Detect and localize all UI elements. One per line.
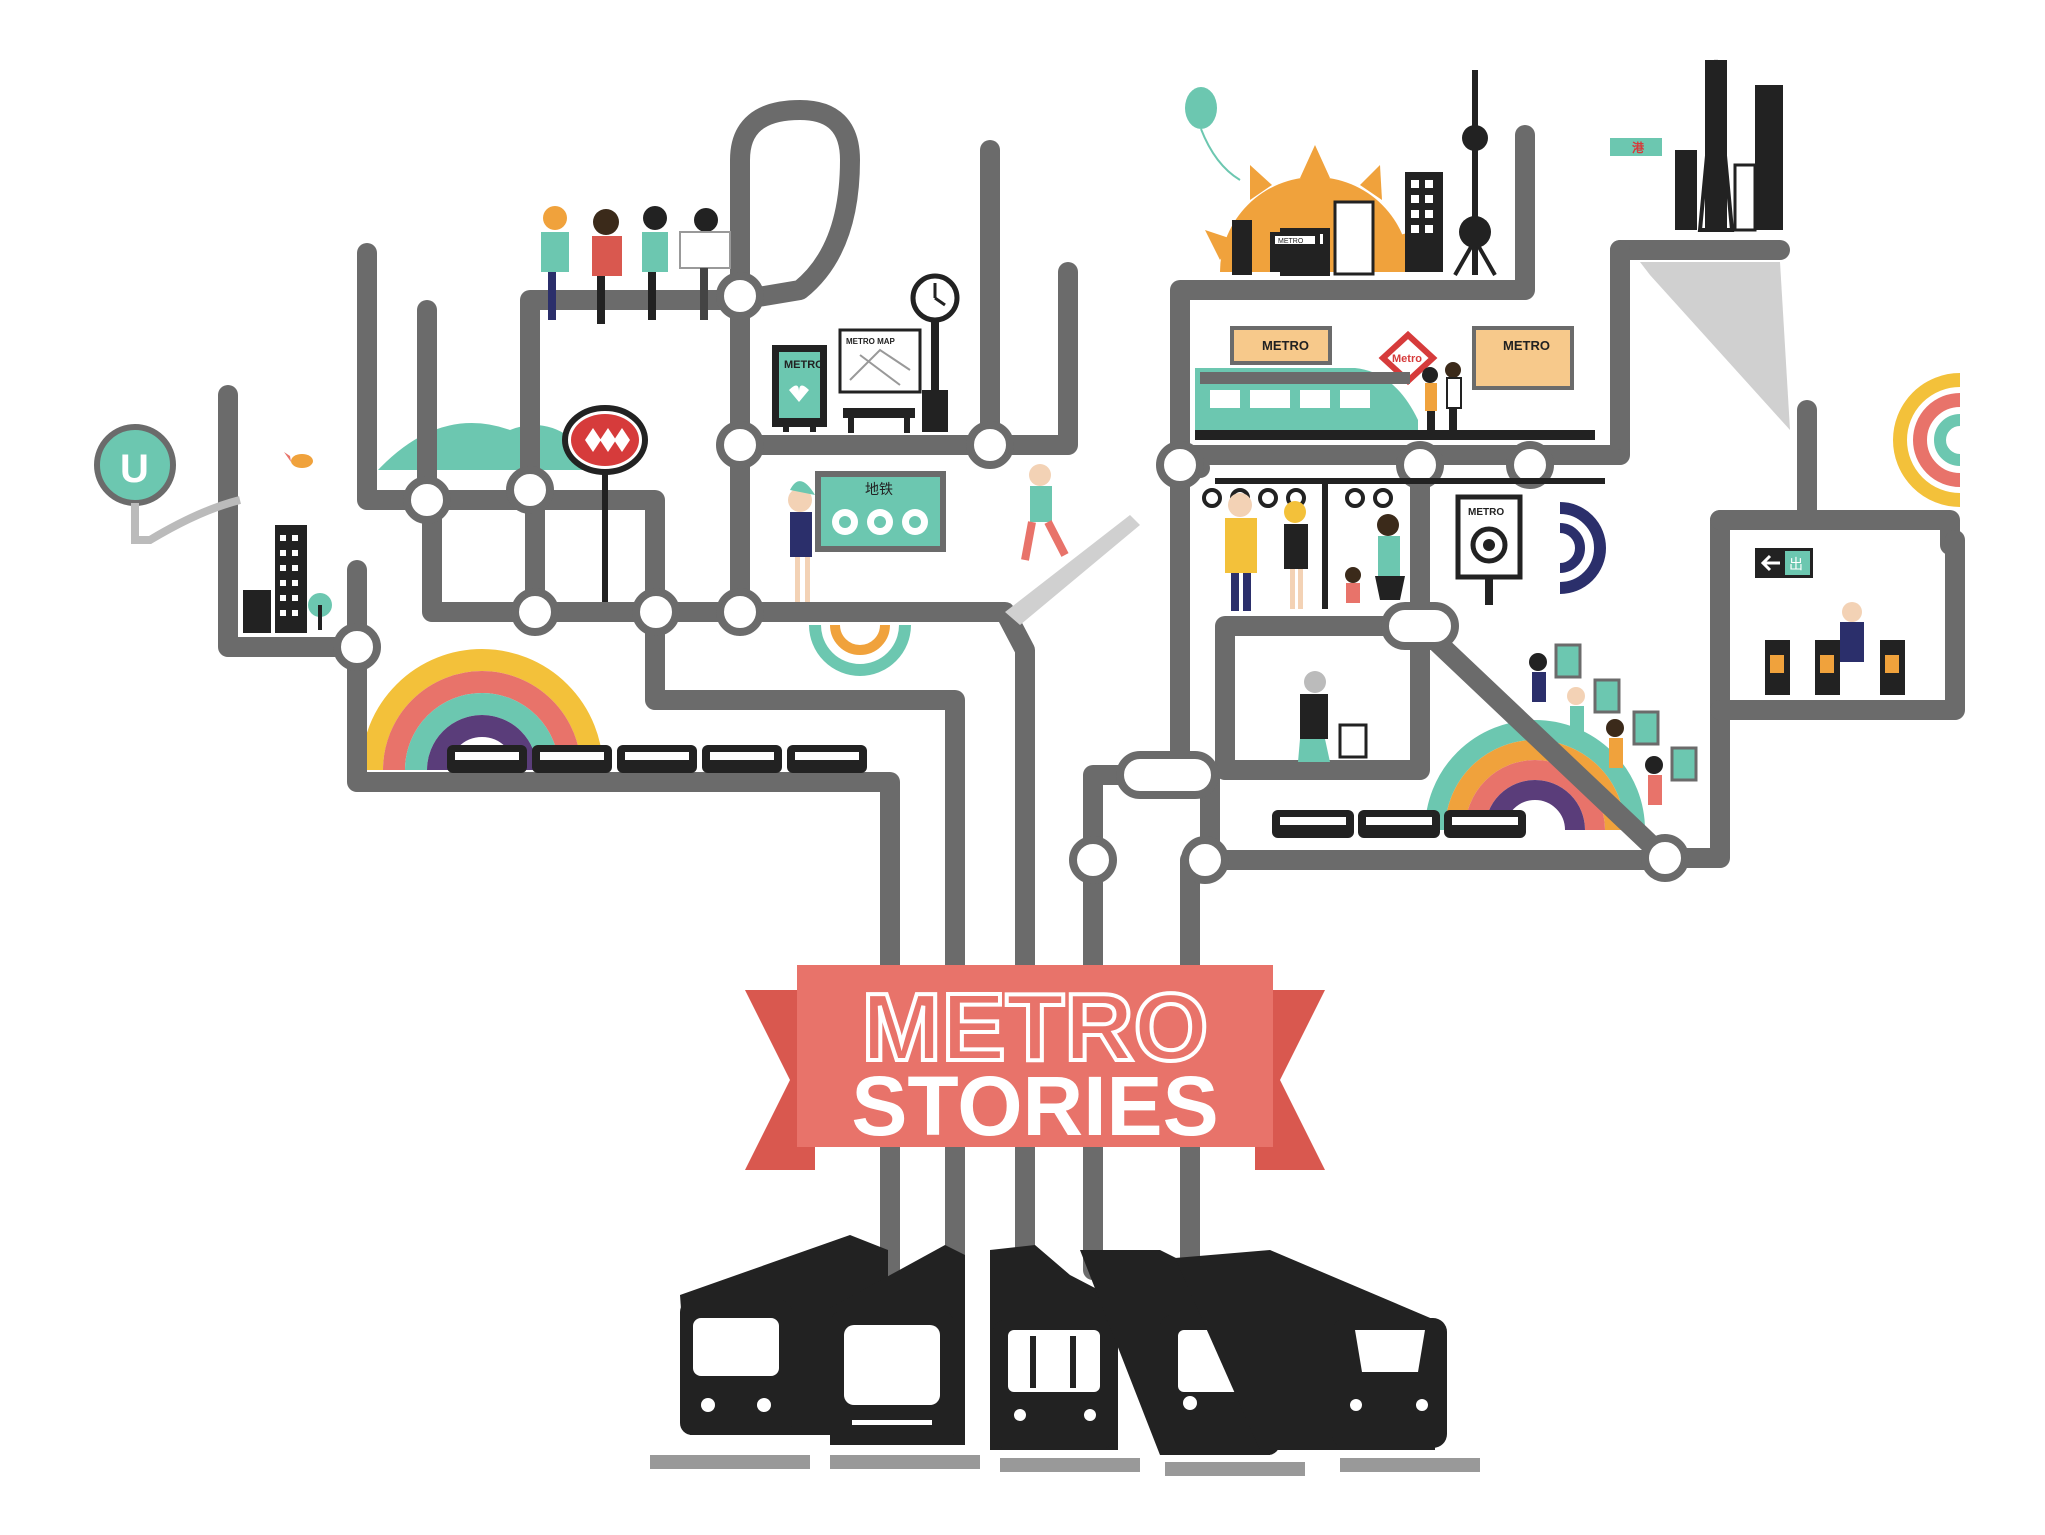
station-node xyxy=(1641,834,1689,882)
bench xyxy=(843,408,915,418)
svg-text:U: U xyxy=(120,447,149,491)
station-node xyxy=(1396,441,1444,489)
metro-poster-label: METRO xyxy=(784,359,824,371)
station-node xyxy=(1381,602,1459,650)
station-node xyxy=(966,421,1014,469)
teal-train xyxy=(1195,368,1595,440)
station-node xyxy=(403,476,451,524)
u-bahn-sign-icon: U xyxy=(94,424,241,544)
man-on-stairs xyxy=(1021,464,1069,561)
stairs-center xyxy=(1005,515,1140,625)
turnstiles xyxy=(1765,602,1905,695)
woman-with-cart xyxy=(1298,671,1368,762)
banner-title-line1: METRO xyxy=(862,974,1209,1081)
metro-poster: METRO xyxy=(772,345,827,432)
metro-map-board: METRO MAP xyxy=(838,328,922,394)
station-node xyxy=(716,421,764,469)
station-node xyxy=(716,272,764,320)
sign-metro-1: METRO xyxy=(1262,338,1309,353)
station-node xyxy=(632,588,680,636)
target-rings-decor xyxy=(1893,373,1961,507)
scenery: U METRO xyxy=(94,59,1905,838)
diamond-sign-label: Metro xyxy=(1392,353,1422,365)
stairs-right xyxy=(1640,262,1790,430)
station-box-label: METRO xyxy=(1278,238,1304,245)
train-front-5 xyxy=(1175,1250,1480,1472)
carriage-scene: METRO xyxy=(1202,478,1605,611)
title-banner: METRO STORIES xyxy=(745,965,1325,1170)
station-node xyxy=(1181,836,1229,884)
station-stops xyxy=(333,272,1689,884)
station-node xyxy=(506,466,554,514)
platform-sign-label: METRO xyxy=(1468,507,1504,518)
exit-arrow-icon xyxy=(1760,554,1780,572)
front-trains xyxy=(650,1235,1480,1476)
escalator-people xyxy=(1529,643,1698,805)
woman-walking xyxy=(788,481,815,602)
sign-metro-2: METRO xyxy=(1503,338,1550,353)
clock-icon xyxy=(910,273,960,432)
station-node xyxy=(511,588,559,636)
station-node xyxy=(333,623,381,671)
metro-diamond-logo-icon xyxy=(562,405,648,602)
station-node xyxy=(1156,441,1204,489)
people-platform xyxy=(1422,362,1462,431)
hk-sign-label: 港 xyxy=(1632,140,1645,155)
station-node xyxy=(1116,751,1219,799)
metro-station-box: METRO xyxy=(1270,232,1320,272)
banner-title-line2: STORIES xyxy=(851,1059,1218,1153)
exit-sign: 出 xyxy=(1755,548,1813,578)
station-node xyxy=(1506,441,1554,489)
balloon-icon xyxy=(1185,87,1241,181)
train-front-2 xyxy=(830,1245,980,1469)
train-front-3 xyxy=(990,1245,1140,1472)
bird-icon xyxy=(284,452,313,468)
platform-metro-sign: METRO xyxy=(1455,494,1523,605)
hong-kong-skyline: 港 xyxy=(1610,59,1783,232)
purple-rings-decor xyxy=(1559,502,1606,594)
station-node xyxy=(716,588,764,636)
people-bench-group xyxy=(541,206,731,324)
station-node xyxy=(1069,836,1117,884)
exit-sign-label: 出 xyxy=(1789,556,1803,572)
metro-map-label: METRO MAP xyxy=(846,337,896,346)
chinese-sign-label: 地铁 xyxy=(865,481,893,497)
building xyxy=(275,525,307,633)
chinese-metro-sign: 地铁 xyxy=(815,471,946,552)
small-ring-decor xyxy=(809,624,911,676)
